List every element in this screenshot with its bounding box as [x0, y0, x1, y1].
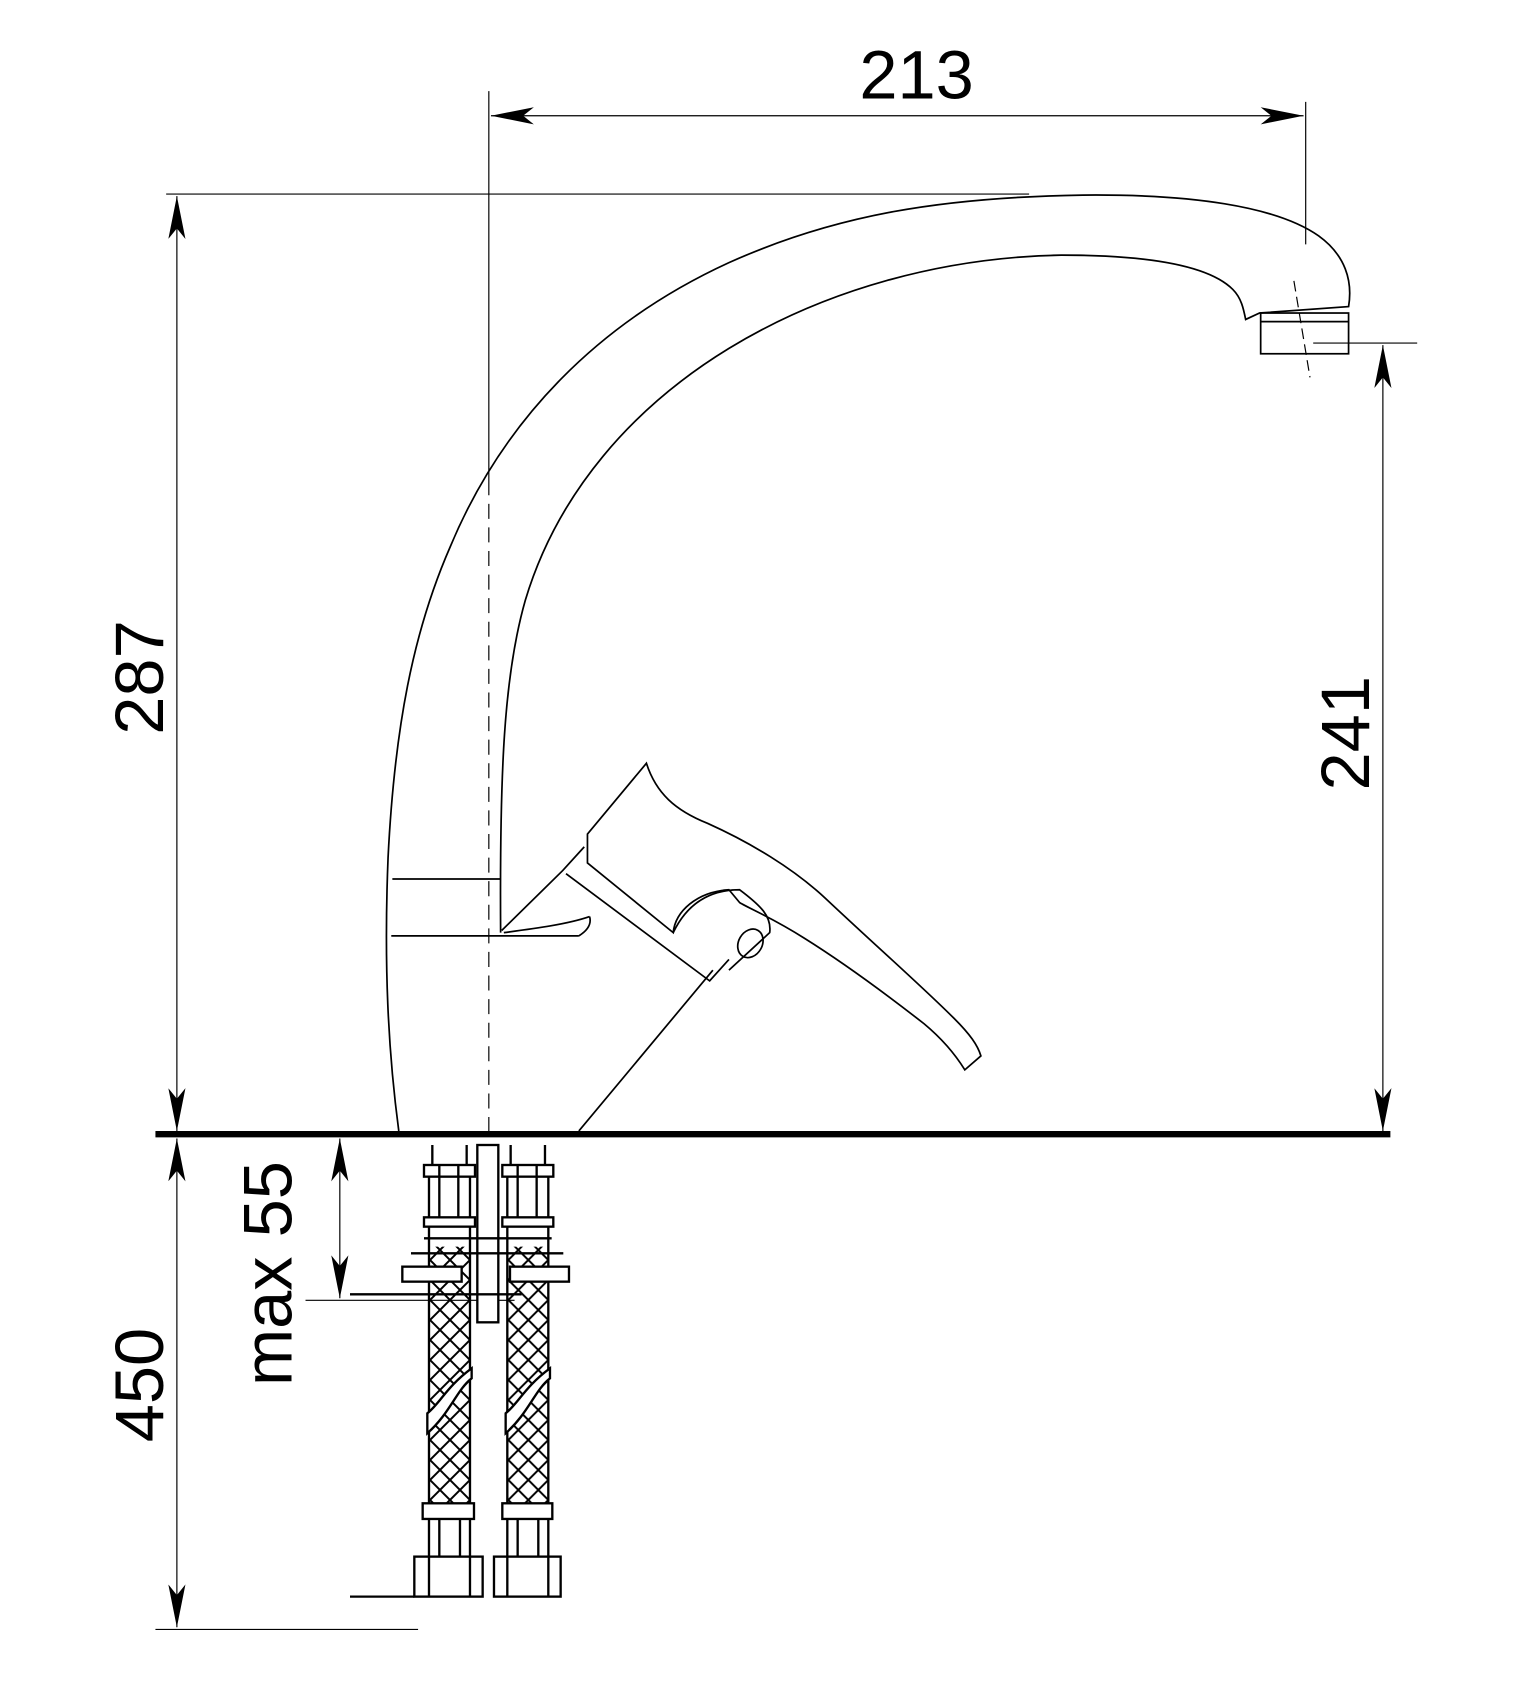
- supply-hoses: [350, 1143, 571, 1598]
- lever-pin: [736, 928, 764, 959]
- dim-label-450: 450: [101, 1328, 178, 1442]
- aerator: [1259, 312, 1350, 355]
- hose-left: [401, 1144, 484, 1598]
- outlet-centerline: [1293, 280, 1311, 378]
- lever-joint: [672, 888, 771, 971]
- spout-outline: [385, 194, 1351, 1132]
- cartridge-housing: [565, 872, 730, 1132]
- dim-label-287: 287: [101, 620, 178, 734]
- dim-label-max55: max 55: [230, 1161, 307, 1386]
- dim-label-241: 241: [1307, 676, 1384, 790]
- body-neck: [501, 846, 591, 937]
- hose-right: [492, 1144, 571, 1598]
- dim-label-213: 213: [859, 37, 973, 114]
- mounting-stud: [476, 1143, 500, 1324]
- lever-handle: [586, 761, 982, 1072]
